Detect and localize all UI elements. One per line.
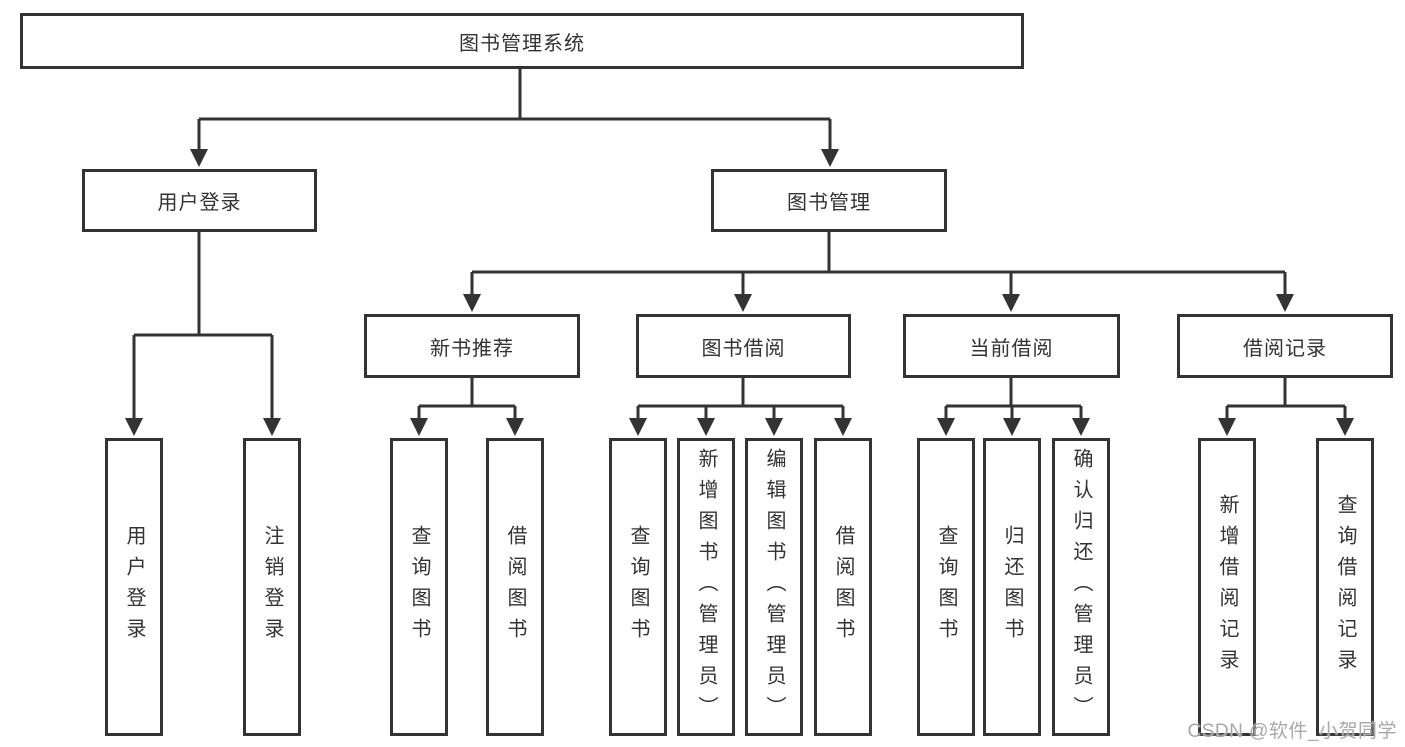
leaf-logout-label: 注销登录 — [261, 525, 283, 649]
arrowhead — [1003, 418, 1021, 436]
arrowhead — [410, 418, 428, 436]
leaf-query-books-1-label: 查询图书 — [408, 525, 430, 649]
node-borrow-records: 借阅记录 — [1177, 314, 1393, 378]
watermark: CSDN @软件_小贺同学 — [1187, 721, 1397, 742]
leaf-query-books-2-label: 查询图书 — [627, 525, 649, 649]
leaf-query-borrow-record: 查询借阅记录 — [1316, 438, 1374, 736]
leaf-borrow-books-2: 借阅图书 — [814, 438, 872, 736]
connector-lines — [132, 68, 1347, 420]
node-user-login: 用户登录 — [82, 169, 317, 232]
node-current-borrow: 当前借阅 — [903, 314, 1120, 378]
leaf-add-books-admin: 新增图书（管理员） — [677, 438, 735, 736]
node-new-book-recommend: 新书推荐 — [364, 314, 580, 378]
leaf-edit-books-admin-label: 编辑图书（管理员） — [763, 447, 785, 727]
leaf-borrow-books-1-label: 借阅图书 — [504, 525, 526, 649]
arrowhead — [263, 418, 281, 436]
node-book-borrow: 图书借阅 — [636, 314, 851, 378]
arrowhead — [506, 418, 524, 436]
leaf-user-login-label: 用户登录 — [123, 525, 145, 649]
leaf-edit-books-admin: 编辑图书（管理员） — [745, 438, 803, 736]
arrowhead — [765, 418, 783, 436]
leaf-query-books-1: 查询图书 — [390, 438, 448, 736]
arrowhead — [834, 418, 852, 436]
leaf-add-books-admin-label: 新增图书（管理员） — [695, 447, 717, 727]
arrowhead — [1072, 418, 1090, 436]
leaf-borrow-books-2-label: 借阅图书 — [832, 525, 854, 649]
leaf-confirm-return-admin-label: 确认归还（管理员） — [1070, 447, 1092, 727]
arrowhead — [1218, 418, 1236, 436]
leaf-borrow-books-1: 借阅图书 — [486, 438, 544, 736]
arrowhead — [821, 149, 839, 167]
leaf-query-books-3: 查询图书 — [917, 438, 975, 736]
leaf-logout: 注销登录 — [243, 438, 301, 736]
arrowhead — [1002, 294, 1020, 312]
leaf-user-login: 用户登录 — [105, 438, 163, 736]
node-root: 图书管理系统 — [20, 13, 1024, 69]
leaf-confirm-return-admin: 确认归还（管理员） — [1052, 438, 1110, 736]
leaf-return-books-label: 归还图书 — [1001, 525, 1023, 649]
arrowhead — [190, 149, 208, 167]
arrowhead — [463, 294, 481, 312]
leaf-return-books: 归还图书 — [983, 438, 1041, 736]
leaf-add-borrow-record: 新增借阅记录 — [1198, 438, 1256, 736]
arrowhead — [1336, 418, 1354, 436]
leaf-add-borrow-record-label: 新增借阅记录 — [1216, 494, 1238, 680]
arrowhead — [697, 418, 715, 436]
node-book-management: 图书管理 — [711, 169, 947, 232]
arrowhead — [937, 418, 955, 436]
leaf-query-borrow-record-label: 查询借阅记录 — [1334, 494, 1356, 680]
arrowheads — [125, 149, 1354, 436]
arrowhead — [1276, 294, 1294, 312]
leaf-query-books-2: 查询图书 — [609, 438, 667, 736]
arrowhead — [629, 418, 647, 436]
leaf-query-books-3-label: 查询图书 — [935, 525, 957, 649]
arrowhead — [734, 294, 752, 312]
arrowhead — [125, 418, 143, 436]
